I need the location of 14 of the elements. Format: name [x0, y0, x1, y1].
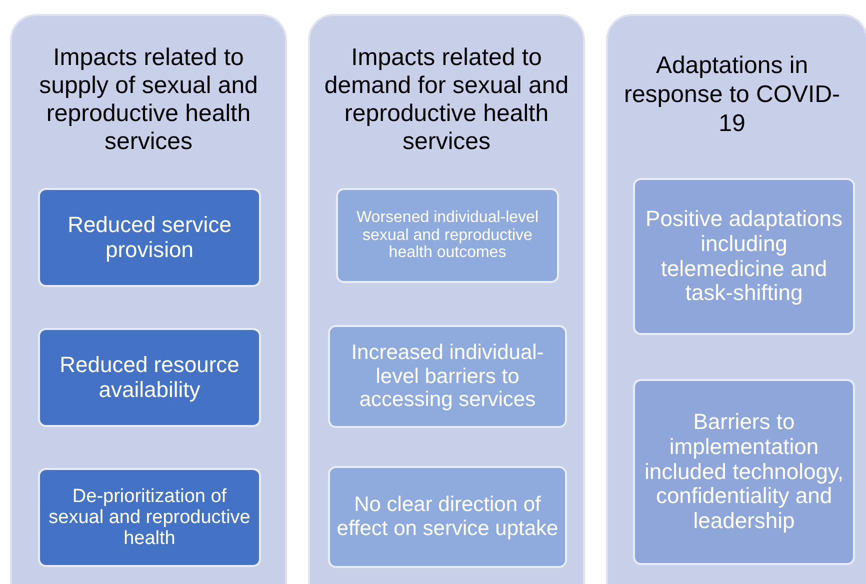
column-heading: Impacts related to demand for sexual and reproductive health services [323, 44, 570, 156]
finding-box: Reduced resource availability [38, 328, 261, 427]
column-panel [308, 14, 585, 584]
finding-box: De-prioritization of sexual and reproductive health [38, 468, 261, 567]
finding-box: No clear direction of effect on service uptake [328, 466, 567, 568]
finding-box: Increased individual-level barriers to accessing services [328, 325, 567, 428]
finding-box: Worsened individual-level sexual and reproductive health outcomes [336, 188, 559, 283]
column-panel [10, 14, 287, 584]
column-heading: Impacts related to supply of sexual and reproductive health services [38, 44, 259, 156]
finding-box: Positive adaptations including telemedicine and task-shifting [633, 178, 855, 335]
finding-box: Reduced service provision [38, 188, 261, 287]
column-heading: Adaptations in response to COVID-19 [622, 52, 842, 138]
column-panel [606, 14, 866, 584]
finding-box: Barriers to implementation included technology, confidentiality and leadership [633, 379, 855, 565]
